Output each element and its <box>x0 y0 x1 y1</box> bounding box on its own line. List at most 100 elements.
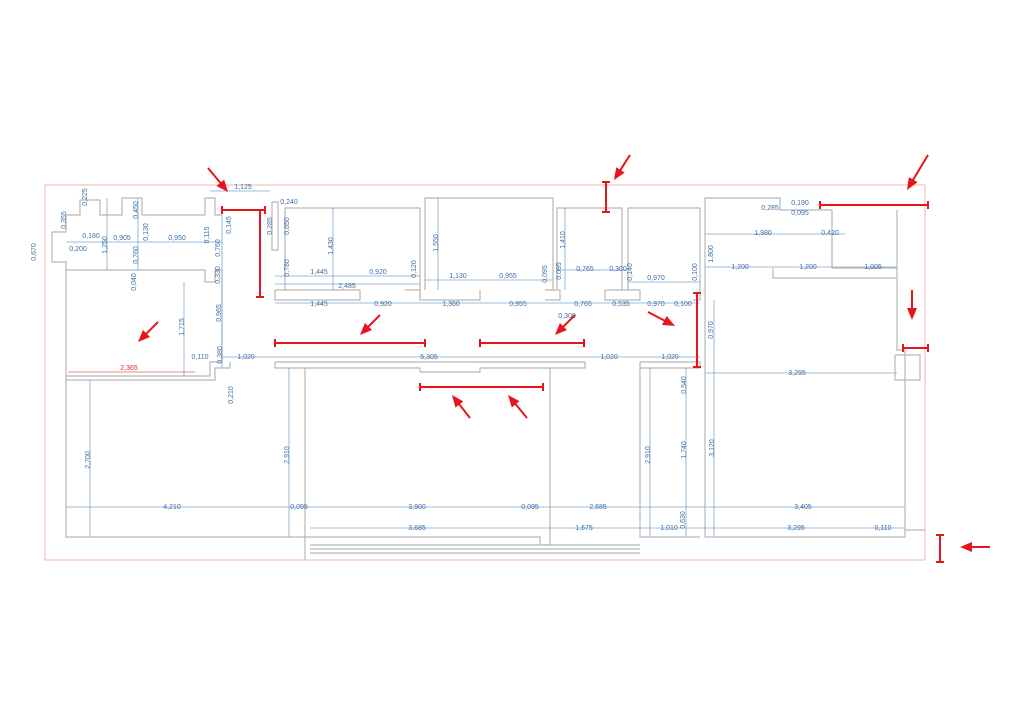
dimension-label: 0,970 <box>647 301 665 308</box>
dimension-label: 0,225 <box>82 188 89 206</box>
dimension-label: 1,980 <box>754 230 772 237</box>
dimension-label: 0,955 <box>509 301 527 308</box>
dimension-label: 2,910 <box>284 446 291 464</box>
red-arrow-icon <box>907 308 917 320</box>
dimension-label: 3,685 <box>408 525 426 532</box>
dimension-label: 0,095 <box>542 265 549 283</box>
dimension-label: 0,095 <box>290 504 308 511</box>
arrow-shaft <box>144 321 159 336</box>
dimension-label: 1,010 <box>660 525 678 532</box>
dimension-label: 0,210 <box>228 386 235 404</box>
red-arrow-icon <box>508 395 520 408</box>
dimension-label: 1,430 <box>328 237 335 255</box>
dimension-label: 3,120 <box>709 439 716 457</box>
dimension-label: 0,110 <box>192 354 209 361</box>
arrow-shaft <box>618 154 631 173</box>
dimension-label: 0,670 <box>31 243 38 261</box>
dimension-label: 0,355 <box>61 211 68 229</box>
dimension-label: 1,125 <box>234 184 252 191</box>
dimension-label: 0,110 <box>875 525 892 532</box>
red-arrow-icon <box>614 167 625 180</box>
dimension-label: 0,920 <box>369 269 387 276</box>
dimension-label: 1,360 <box>442 301 460 308</box>
dimension-label: 0,760 <box>215 239 222 257</box>
dimension-label: 0,100 <box>674 301 692 308</box>
dimension-label: 3,295 <box>788 370 806 377</box>
arrow-shaft <box>457 401 471 419</box>
sheet-border <box>44 184 926 561</box>
dimension-label: 1,445 <box>310 269 328 276</box>
dimension-label: 0,040 <box>131 273 138 291</box>
dimension-label: 1,020 <box>237 354 255 361</box>
walls <box>51 197 925 560</box>
dimension-label: 0,330 <box>215 266 222 284</box>
dimension-label: 0,760 <box>133 246 140 264</box>
red-arrow-icon <box>907 177 918 190</box>
dimension-label: 0,130 <box>143 223 150 241</box>
dimension-label: 0,145 <box>226 216 233 234</box>
dimension-label: 0,285 <box>267 217 274 235</box>
dimension-label: 0,950 <box>168 235 186 242</box>
dimension-label: 2,910 <box>645 446 652 464</box>
dimension-label: 0,285 <box>761 205 779 212</box>
arrow-shaft <box>207 167 223 186</box>
dimension-label: 2,485 <box>338 283 356 290</box>
dimension-label: 0,905 <box>113 235 131 242</box>
dimension-label: 0,380 <box>217 346 224 364</box>
red-arrow-icon <box>216 179 228 192</box>
dimension-label: 1,675 <box>575 525 593 532</box>
dimension-label: 2,685 <box>589 504 607 511</box>
dimension-label: 0,535 <box>612 301 630 308</box>
red-arrows <box>138 154 990 552</box>
dimension-label: 3,295 <box>787 525 805 532</box>
arrow-shaft <box>911 154 929 183</box>
dimension-label: 0,200 <box>69 246 87 253</box>
arrow-shaft <box>513 401 528 419</box>
dimension-label: 3,405 <box>794 504 812 511</box>
dimension-label: 0,920 <box>374 301 392 308</box>
dimension-label: 0,190 <box>791 200 809 207</box>
dimension-label: 0,765 <box>574 301 592 308</box>
dimension-label: 0,970 <box>708 321 715 339</box>
dimension-label: 0,300 <box>558 313 576 320</box>
red-arrow-icon <box>138 329 151 342</box>
dimension-label: 1,200 <box>731 264 749 271</box>
dimension-label: 0,540 <box>681 376 688 394</box>
dimension-label: 2,700 <box>85 451 92 469</box>
highlighted-dimension-label: 2,365 <box>120 365 138 372</box>
dimension-label: 0,955 <box>499 273 517 280</box>
dimension-label: 0,120 <box>411 260 418 278</box>
dimension-label: 0,240 <box>280 199 298 206</box>
dimension-label: 0,140 <box>627 263 634 281</box>
red-arrow-icon <box>555 322 568 335</box>
dimension-label: 0,630 <box>680 511 687 529</box>
dimension-label: 1,550 <box>433 234 440 252</box>
dimension-label: 0,765 <box>576 266 594 273</box>
dimension-label: 0,965 <box>216 304 223 322</box>
red-arrow-icon <box>960 542 972 552</box>
dimension-label: 0,180 <box>82 233 100 240</box>
dimension-label: 0,450 <box>133 201 140 219</box>
red-arrow-icon <box>452 395 464 408</box>
dimension-label: 1,005 <box>864 264 882 271</box>
dimension-label: 0,100 <box>692 263 699 281</box>
dimension-label: 1,445 <box>310 301 328 308</box>
dimension-label: 0,780 <box>284 259 291 277</box>
dimension-label: 1,130 <box>449 273 467 280</box>
arrow-shaft <box>366 314 381 329</box>
dimension-label: 0,970 <box>647 275 665 282</box>
red-markers <box>221 181 944 563</box>
dimension-label: 0,095 <box>556 262 563 280</box>
dimension-label: 0,095 <box>791 210 809 217</box>
dimension-label: 0,420 <box>821 230 839 237</box>
dimension-label: 1,250 <box>102 236 109 254</box>
dimension-label: 5,305 <box>420 354 438 361</box>
dimension-label: 1,200 <box>799 264 817 271</box>
dimension-label: 1,715 <box>179 318 186 336</box>
dimension-label: 4,210 <box>163 504 181 511</box>
dimension-label: 1,020 <box>661 354 679 361</box>
dimension-lines <box>66 190 905 537</box>
dimension-label: 1,020 <box>600 354 618 361</box>
dimension-label: 0,300 <box>609 266 627 273</box>
